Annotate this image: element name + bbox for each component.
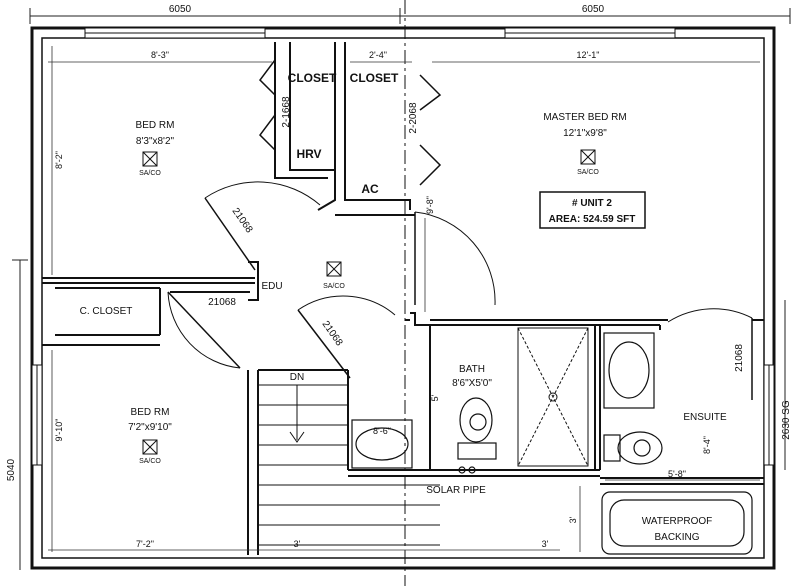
windows xyxy=(31,27,775,466)
door-swings xyxy=(167,181,753,400)
interior-walls xyxy=(42,42,764,555)
dim-top-mid: 2'-4" xyxy=(369,50,387,60)
dim-top-right: 12'-1" xyxy=(577,50,600,60)
hrv-label: HRV xyxy=(296,147,321,161)
dim-top-left: 8'-3" xyxy=(151,50,169,60)
dim-bath-side: 5' xyxy=(430,394,440,401)
c-closet-label: C. CLOSET xyxy=(80,306,133,317)
dim-master-side: 9'-8" xyxy=(425,196,435,214)
tub-label-2: BACKING xyxy=(654,532,699,543)
dim-vanity: 8'-6" xyxy=(373,426,391,436)
dim-ensuite-side: 8'-4" xyxy=(702,436,712,454)
edu-label: EDU xyxy=(261,281,282,292)
overall-dimension-lines xyxy=(12,8,791,570)
bath-name: BATH xyxy=(459,364,485,375)
bed1-name: BED RM xyxy=(136,120,175,131)
hall-detector-label: SA/CO xyxy=(323,283,345,290)
closet1-door-tag: 2-1668 xyxy=(281,96,292,128)
closet-bifold-doors xyxy=(259,59,442,186)
dim-bottom-right: 3' xyxy=(542,539,549,549)
unit-info-box xyxy=(539,191,646,229)
master-name: MASTER BED RM xyxy=(543,112,626,123)
solar-pipe-label: SOLAR PIPE xyxy=(426,485,486,496)
overall-dim-left: 5040 xyxy=(6,458,17,481)
interior-dimension-lines xyxy=(48,46,760,552)
dim-bottom-left: 7'-2" xyxy=(136,539,154,549)
unit-area: AREA: 524.59 SFT xyxy=(549,214,636,225)
bed2-detector-label: SA/CO xyxy=(139,458,161,465)
bath-size: 8'6"X5'0" xyxy=(452,378,492,389)
door-tag-2: 21068 xyxy=(208,297,236,308)
exterior-walls xyxy=(30,26,776,570)
bed2-size: 7'2"x9'10" xyxy=(128,422,172,433)
shower xyxy=(517,327,589,467)
ensuite-label: ENSUITE xyxy=(683,412,727,423)
smoke-co-detectors xyxy=(142,149,596,455)
bed2-name: BED RM xyxy=(131,407,170,418)
bed1-detector-label: SA/CO xyxy=(139,170,161,177)
closet2-door-tag: 2-2068 xyxy=(408,102,419,134)
dim-left-lower: 9'-10" xyxy=(54,419,64,442)
door-tag-4: 21068 xyxy=(734,344,745,372)
closet2-label: CLOSET xyxy=(350,71,399,85)
dim-left-upper: 8'-2" xyxy=(54,151,64,169)
dim-tub-side: 3' xyxy=(568,516,578,523)
stairs xyxy=(258,384,440,546)
stairs-dn-label: DN xyxy=(290,372,304,383)
door-tag-1: 21068 xyxy=(230,206,255,235)
bed1-size: 8'3"x8'2" xyxy=(136,136,175,147)
dim-bottom-mid: 3' xyxy=(294,539,301,549)
unit-number: # UNIT 2 xyxy=(572,198,612,209)
master-detector-label: SA/CO xyxy=(577,169,599,176)
closet1-label: CLOSET xyxy=(288,71,337,85)
master-size: 12'1"x9'8" xyxy=(563,128,607,139)
tub-label-1: WATERPROOF xyxy=(642,516,713,527)
overall-dim-top-left: 6050 xyxy=(169,4,192,15)
dim-ensuite-bottom: 5'-8" xyxy=(668,469,686,479)
overall-dim-top-right: 6050 xyxy=(582,4,605,15)
bath-fixtures xyxy=(351,332,753,555)
overall-dim-right: 2630 SG xyxy=(781,400,792,440)
ac-label: AC xyxy=(361,182,379,196)
